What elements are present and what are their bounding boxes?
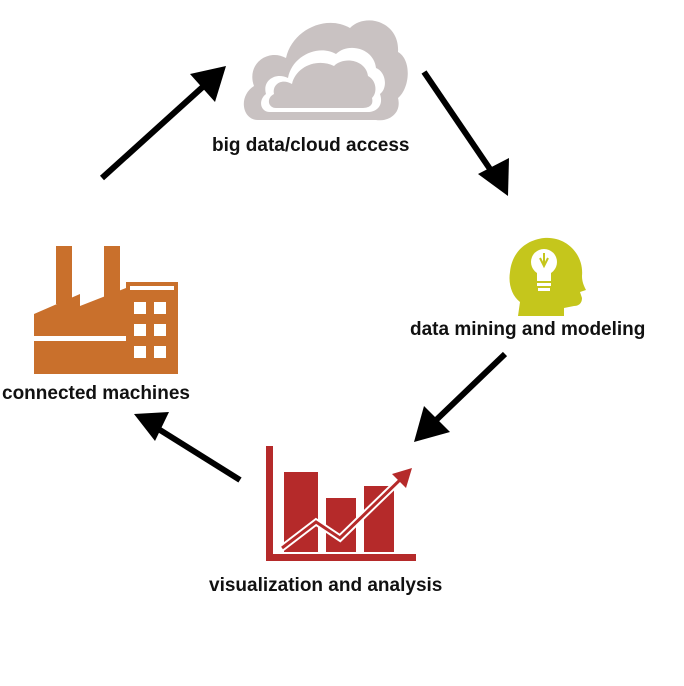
node-label-cloud: big data/cloud access: [212, 135, 410, 156]
cloud-icon: [243, 20, 408, 121]
node-label-visualization: visualization and analysis: [209, 575, 443, 596]
arrow-mining-to-visualization: [414, 351, 508, 442]
node-label-machines: connected machines: [2, 383, 190, 404]
arrow-machines-to-cloud: [99, 66, 226, 181]
factory-icon: [34, 246, 178, 374]
head-lightbulb-icon: [509, 237, 586, 316]
arrow-visualization-to-machines: [134, 412, 242, 483]
arrow-cloud-to-mining: [421, 70, 509, 196]
bar-chart-trend-icon: [266, 446, 416, 561]
node-label-mining: data mining and modeling: [410, 319, 646, 340]
